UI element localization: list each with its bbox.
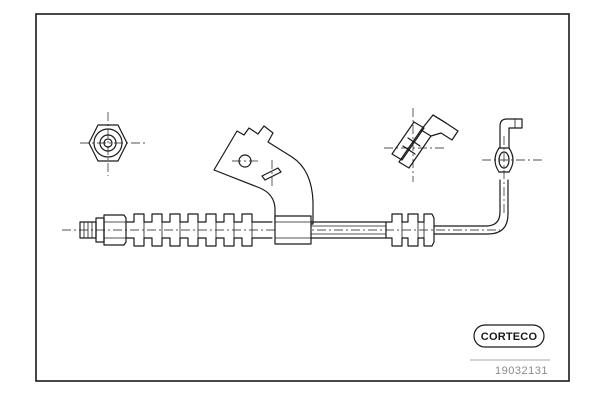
brand-name: CORTECO bbox=[481, 331, 538, 343]
clip-detail-view bbox=[384, 108, 459, 182]
end-view-fitting-left bbox=[80, 112, 146, 176]
hose-banjo-fitting bbox=[482, 118, 542, 173]
part-number: 19032131 bbox=[495, 365, 548, 377]
hose-steel-tube bbox=[433, 136, 509, 235]
hose-crimp-ferrule-right bbox=[385, 213, 435, 247]
hose-body bbox=[310, 221, 387, 239]
logo-border bbox=[473, 324, 545, 348]
hose-crimp-ferrule bbox=[125, 213, 273, 247]
drawing-frame bbox=[35, 13, 570, 382]
hose-center-sleeve bbox=[274, 215, 312, 245]
hose-mounting-bracket bbox=[213, 125, 314, 225]
corteco-logo: CORTECO bbox=[473, 324, 545, 348]
brake-hose bbox=[62, 118, 542, 247]
hose-threaded-tip bbox=[79, 214, 127, 246]
